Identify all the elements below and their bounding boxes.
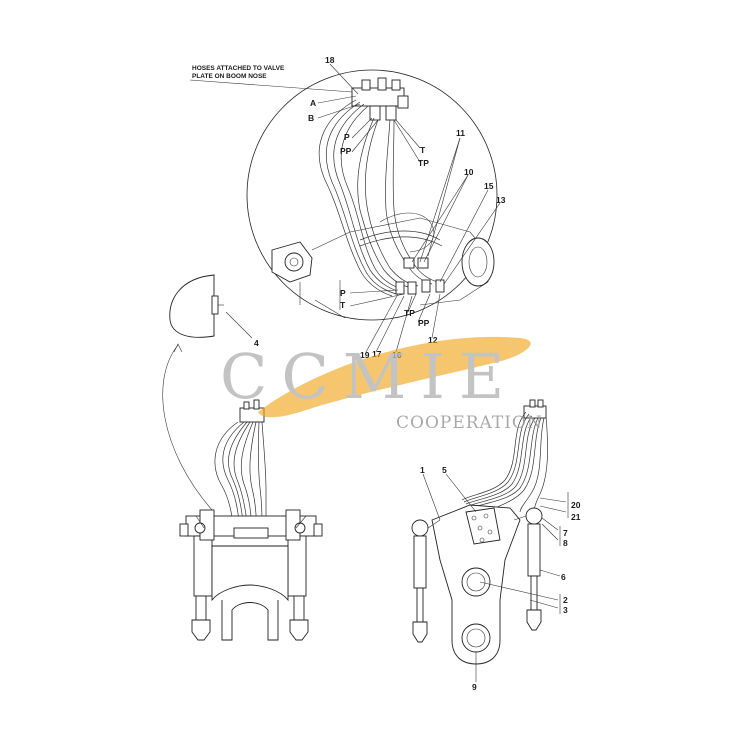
lower-pin-bore (461, 623, 491, 653)
lamp-housing (169, 274, 215, 338)
note-line-1: HOSES ATTACHED TO VALVE (192, 65, 285, 72)
callout-4: 4 (254, 338, 259, 348)
left-cylinder-barrel (413, 535, 427, 589)
callout-15: 15 (484, 181, 494, 191)
callout-2: 2 (563, 595, 568, 605)
valve-plate (351, 87, 405, 107)
callout-7: 7 (563, 528, 568, 538)
callout-9: 9 (472, 682, 477, 692)
callout-18: 18 (325, 55, 335, 65)
callout-13: 13 (496, 195, 506, 205)
logo-text: CCMIE (220, 340, 518, 413)
callout-8: 8 (563, 538, 568, 548)
callout-12: 12 (428, 335, 438, 345)
callout-P-upper: P (344, 132, 350, 142)
detail-leaders (189, 63, 501, 353)
callout-TP-upper: TP (418, 158, 429, 168)
callout-1: 1 (420, 465, 425, 475)
boom-end (461, 237, 495, 287)
callout-10: 10 (464, 167, 474, 177)
callout-6: 6 (561, 572, 566, 582)
callout-5: 5 (442, 465, 447, 475)
logo-subtext: COOPERATION (396, 413, 543, 433)
side-view-leaders (422, 473, 569, 682)
valve-plate-side (465, 507, 501, 545)
detail-circle (246, 69, 498, 321)
right-cylinder-barrel (527, 523, 541, 577)
boom-nose-side-view (411, 399, 548, 665)
callout-TP-lower: TP (404, 308, 415, 318)
callout-B: B (308, 113, 314, 123)
logo-swoosh (258, 336, 531, 418)
boom-nose-front-view (179, 399, 323, 641)
callout-T-upper: T (420, 145, 426, 155)
callout-11: 11 (456, 128, 465, 138)
callout-P-lower: P (340, 288, 346, 298)
detail-view (246, 69, 498, 321)
detail-hoses (318, 99, 443, 297)
callout-3: 3 (563, 605, 568, 615)
left-cylinder-rod (416, 587, 424, 623)
pivot-pin (284, 252, 304, 272)
callout-21: 21 (571, 512, 581, 522)
work-lamp (162, 274, 253, 511)
upper-pin-bore (461, 567, 491, 597)
ccmie-watermark: CCMIE COOPERATION (220, 336, 543, 433)
callout-20: 20 (571, 500, 581, 510)
right-cylinder-rod (530, 575, 538, 611)
callout-A: A (310, 98, 316, 108)
callout-PP-upper: PP (340, 146, 352, 156)
callout-19: 19 (360, 350, 370, 360)
lamp-leader-curve (162, 344, 213, 511)
hose-note: HOSES ATTACHED TO VALVE PLATE ON BOOM NO… (192, 65, 285, 80)
nose-plate (211, 545, 289, 602)
callout-T-lower: T (340, 300, 346, 310)
note-line-2: PLATE ON BOOM NOSE (192, 73, 267, 80)
callout-PP-lower: PP (418, 318, 430, 328)
callout-17: 17 (372, 349, 382, 359)
